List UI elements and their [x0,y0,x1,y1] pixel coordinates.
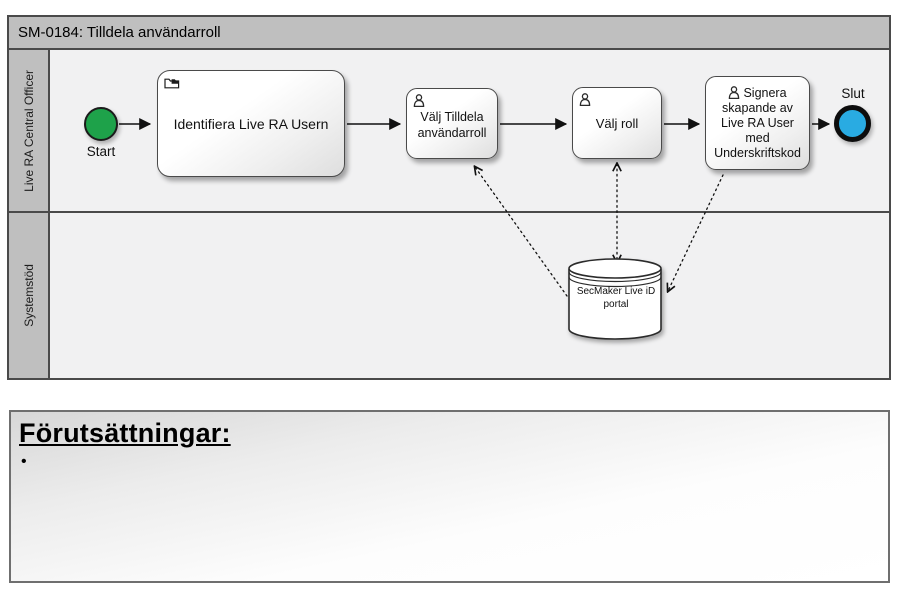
process-pool: SM-0184: Tilldela användarroll Live RA C… [7,15,891,380]
preconditions-title: Förutsättningar: [19,418,231,448]
pool-title: SM-0184: Tilldela användarroll [9,17,889,50]
task-label: Välj Tilldela användarroll [417,110,487,140]
datastore-label: SecMaker Live iD portal [576,286,656,310]
lane-body [50,213,889,378]
start-event-label: Start [86,144,116,159]
lane-label: Live RA Central Officer [21,69,36,192]
task-valj-tilldela-anvandarroll: Välj Tilldela användarroll [406,88,498,159]
task-identifiera-live-ra-usern: Identifiera Live RA Usern [157,70,345,177]
task-signera-skapande: Signera skapande av Live RA User med Und… [705,76,810,170]
start-event [84,107,118,141]
user-icon [579,93,591,107]
task-label-wrap: Signera skapande av Live RA User med Und… [709,86,806,161]
lane-label-strip: Systemstöd [9,213,50,378]
preconditions-bullet: • [21,453,27,470]
datastore-cylinder [568,258,662,340]
end-event [834,105,871,142]
user-icon [413,94,425,108]
task-label: Signera skapande av Live RA User med Und… [714,85,801,160]
lane-label: Systemstöd [21,264,36,327]
subprocess-folder-icon [164,76,180,89]
user-icon [728,85,740,99]
task-label: Välj roll [595,115,639,131]
preconditions-section: Förutsättningar: • [9,410,890,583]
end-event-label: Slut [841,86,865,101]
lane-label-strip: Live RA Central Officer [9,50,50,211]
task-valj-roll: Välj roll [572,87,662,159]
task-label: Identifiera Live RA Usern [173,115,329,132]
lane-systemstod: Systemstöd [9,213,889,378]
